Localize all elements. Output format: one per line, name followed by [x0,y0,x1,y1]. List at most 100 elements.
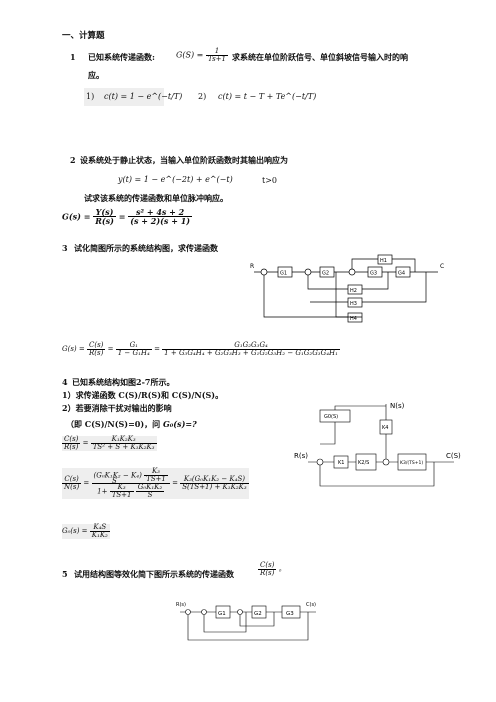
q5-g3-block [281,605,301,619]
q2-ans-f2-den: (s + 2)(s + 1) [130,216,191,226]
q3-number: 3 [62,243,68,253]
q4-a2-bot-e: S [147,491,153,499]
q1-tf-den: Ts+1 [207,55,226,63]
q5-frac-den: R(s) [260,569,275,577]
q2-ans-f1-den: R(s) [95,216,114,226]
q1-ans1-label: 1) [86,92,95,101]
q5-label-g1: G1 [218,611,226,617]
q2-condition: t>0 [262,176,278,185]
q4-a1-den: R(s) [64,443,79,451]
q4-a1-rnum: K₁K₂K₃ [90,436,157,444]
q4-sub3: （即 C(S)/N(S)=0)，问 G₀(s)=? [66,420,197,428]
section-title: 一、计算题 [62,31,105,41]
q5-label-g2: G2 [254,611,262,617]
q3-label-g4: G4 [398,271,405,277]
q1-answer-1: 1) c(t) = 1 − e^(−t/T) [84,88,182,106]
q1-tf-num: 1 [205,48,228,56]
q4-label-n: N(s) [390,402,405,410]
q3-prompt: 试化简图所示的系统结构图，求传递函数 [74,243,218,253]
q4-a2-top-a: (G₀K₁K₂ [93,471,121,480]
q5-block-diagram: R(s) C(s) G1 G2 G3 [176,602,316,641]
q3-label-h2: H2 [350,288,357,294]
q3-ans-f1-num: C(s) [86,341,106,350]
q3-label-h3: H3 [350,301,357,307]
q5-number: 5 [62,569,68,579]
q4-k1-block [333,455,349,469]
q3-label-h4: H4 [350,316,357,322]
q2-ans-eq: = [118,211,126,222]
q4-k3-block [397,453,427,471]
q3-h1-block [377,254,393,265]
q5-end: 。 [278,565,286,573]
q1-ans1-expr: c(t) = 1 − e^(−t/T) [104,92,183,101]
q4-a2-bot-b: K₃ [109,484,134,492]
q4-a2-bot-a: 1+ [97,487,108,496]
q3-ans-f1-den: R(s) [89,349,104,357]
q1-number: 1 [70,52,76,62]
q4-prompt: 已知系统结构如图2-7所示。 [72,377,175,387]
q4-label-k2s: K2/S [358,460,369,466]
q4-sub3-b: G₀(s)=? [162,419,197,429]
q4-block-diagram: N(s) R(s) C(S) G0(S) K1 K2/S K3/(TS+1) K… [294,402,461,487]
q2-ans-f1-num: Y(s) [93,208,116,217]
q3-h3-block [347,297,363,308]
q4-a3-lhs: G₀(s) = [62,527,88,535]
q4-a3-num: K₄S [89,524,110,532]
q4-a2-top-c: − K₄) [122,471,142,480]
q1-ans2-expr: c(t) = t − T + Te^(−t/T) [218,92,317,101]
q3-label-c: C [440,263,444,270]
q4-a2-bot-d: G₀K₁K₂ [135,483,165,492]
q3-g3-block [367,266,383,278]
q4-a2-top-d: K₃ [144,468,168,476]
q4-a1-num: C(s) [62,435,81,444]
q4-k2s-block [355,453,377,471]
q5-g1-block [215,605,231,619]
q1-prompt-b: 求系统在单位阶跃信号、单位斜坡信号输入时的响 [232,52,408,62]
q1-ans2-label: 2) [198,92,207,101]
q4-a2-lden: N(s) [64,483,80,491]
q2-prompt2: 试求该系统的传递函数和单位脉冲响应。 [84,193,228,203]
q3-label-h1: H1 [380,258,387,264]
q4-a2-rden: S(TS+1) + K₁K₂K₃ [182,483,247,491]
q2-number: 2 [70,155,76,165]
q3-ans-f2-num: G₁ [115,342,152,350]
q4-label-k3: K3/(TS+1) [400,460,423,466]
q5-g2-block [251,605,267,619]
q3-g4-block [395,266,411,278]
q2-prompt: 设系统处于静止状态，当输入单位阶跃函数时其输出响应为 [80,155,288,165]
q3-ans-f3-den: 1 + G₃G₄H₄ + G₂G₃H₃ + G₁G₂G₃H₂ − G₁G₂G₃G… [164,349,338,357]
q3-label-g1: G1 [280,271,287,277]
q4-a3-den: K₁K₂ [91,531,108,539]
q4-number: 4 [62,377,68,387]
q3-label-g3: G3 [370,271,377,277]
q3-g1-block [277,266,293,278]
q4-sub3-a: （即 C(S)/N(S)=0)，问 [66,419,161,429]
q5-label-g3: G3 [286,611,294,617]
q4-label-k4: K4 [382,425,388,431]
q1-prompt-c: 应。 [88,70,104,80]
q4-a2-lnum: C(s) [62,476,82,484]
q4-a2-top-e: TS+1 [146,475,166,483]
q3-h4-block [347,312,363,323]
q4-label-r: R(s) [294,452,308,460]
q4-a1-rden: TS² + S + K₁K₂K₃ [92,443,155,451]
q3-block-diagram: R C G1 G2 G3 G4 H1 H2 H3 H4 [250,254,444,323]
q5-prompt: 试用结构图等效化简下图所示系统的传递函数 [74,569,234,579]
q3-g2-block [319,266,335,278]
q4-sub2: 2）若要消除干扰对输出的影响 [62,403,172,413]
q5-label-r: R(s) [176,602,186,608]
q3-ans-f3-num: G₁G₂G₃G₄ [162,342,340,350]
q2-ans-lhs: G(s) = [62,211,91,222]
q4-a2-top-s: S [112,477,117,485]
q4-label-c: C(S) [446,452,461,460]
q3-label-r: R [250,263,254,270]
q5-label-c: C(s) [306,602,316,608]
q2-ans-f2-num: s² + 4s + 2 [128,208,193,217]
q5-frac-num: C(s) [258,561,277,570]
q4-sub1: 1）求传递函数 C(S)/R(S)和 C(S)/N(S)。 [62,390,224,400]
q4-label-g0: G0(S) [324,414,338,420]
